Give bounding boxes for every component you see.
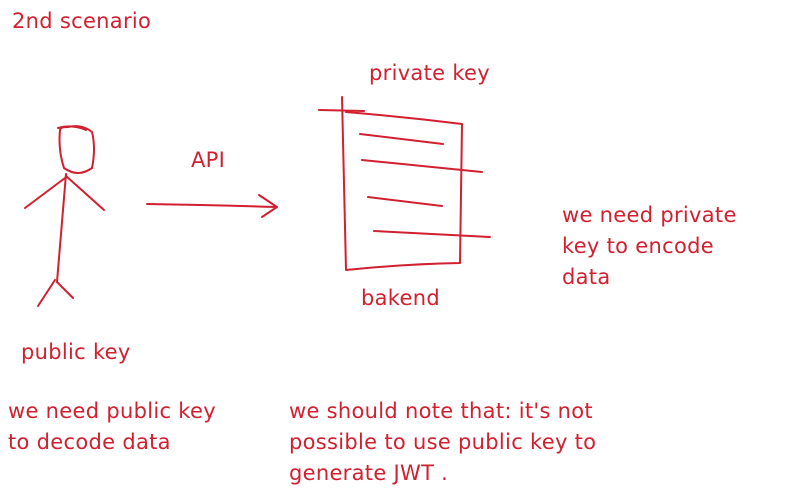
backend-line-1 [359, 133, 444, 145]
user-left-leg [37, 279, 56, 307]
user-head-hair [57, 125, 87, 131]
jwt-note-line: we should note that: it's not [289, 399, 593, 423]
private-key-note-line: we need private [562, 203, 737, 227]
private-key-note-line: key to encode [562, 234, 714, 258]
api-arrow [146, 194, 278, 218]
api-arrow-shaft [146, 203, 277, 208]
page-title: 2nd scenario [12, 9, 152, 33]
user-stick-figure [24, 125, 105, 307]
jwt-note-line: generate JWT . [289, 461, 449, 485]
api-label: API [191, 148, 226, 172]
private-key-note-line: data [562, 265, 611, 289]
jwt-note-line: possible to use public key to [289, 430, 597, 454]
public-key-label: public key [21, 340, 131, 364]
user-head [58, 125, 95, 174]
backend-label: bakend [361, 286, 440, 310]
backend-line-2 [361, 159, 483, 173]
public-key-note-line: we need public key [8, 399, 216, 423]
public-key-note-line: to decode data [8, 430, 171, 454]
private-key-label: private key [369, 61, 490, 85]
backend-document [318, 96, 491, 271]
user-right-leg [56, 281, 74, 299]
user-right-arm [65, 175, 105, 211]
user-left-arm [24, 177, 66, 209]
backend-line-3 [367, 196, 443, 207]
user-body [56, 173, 67, 283]
backend-line-4 [373, 230, 491, 238]
backend-document-top-line [318, 109, 365, 112]
backend-document-outline [341, 96, 463, 271]
api-arrow-head [258, 194, 278, 218]
